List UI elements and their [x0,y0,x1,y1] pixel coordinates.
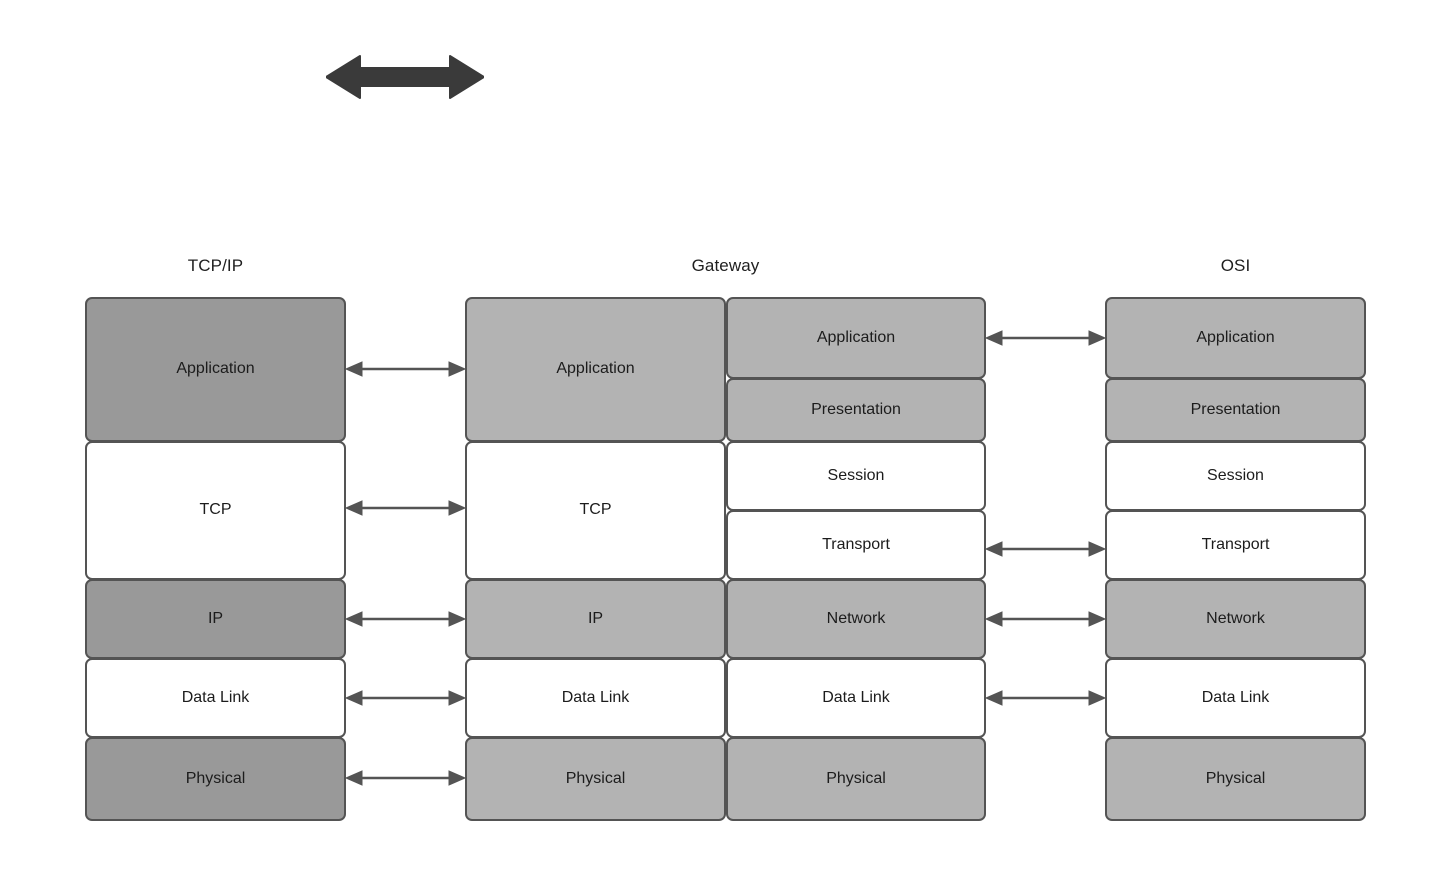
double-headed-arrow-icon [325,52,485,102]
connector-tcpip-gateway-tcp [344,497,467,519]
layer-osi-session[interactable]: Session [1105,441,1366,511]
stack-gateway-right: Application Presentation Session Transpo… [726,297,986,821]
layer-tcpip-application[interactable]: Application [85,297,346,442]
layer-gateway-osi-data-link[interactable]: Data Link [726,658,986,738]
layer-tcpip-physical[interactable]: Physical [85,737,346,821]
layer-gateway-data-link[interactable]: Data Link [465,658,726,738]
layer-gateway-ip[interactable]: IP [465,579,726,659]
layer-tcpip-tcp[interactable]: TCP [85,441,346,580]
connector-gateway-osi-network [984,608,1107,630]
layer-osi-application[interactable]: Application [1105,297,1366,379]
layer-gateway-osi-presentation[interactable]: Presentation [726,378,986,442]
layer-gateway-application[interactable]: Application [465,297,726,442]
connector-gateway-osi-application [984,327,1107,349]
layer-osi-network[interactable]: Network [1105,579,1366,659]
layer-gateway-tcp[interactable]: TCP [465,441,726,580]
layer-tcpip-data-link[interactable]: Data Link [85,658,346,738]
layer-gateway-osi-transport[interactable]: Transport [726,510,986,580]
layer-osi-physical[interactable]: Physical [1105,737,1366,821]
stack-gateway-left: Application TCP IP Data Link Physical [465,297,726,821]
connector-tcpip-gateway-ip [344,608,467,630]
connector-tcpip-gateway-data-link [344,687,467,709]
stack-osi: Application Presentation Session Transpo… [1105,297,1366,821]
stack-tcpip: Application TCP IP Data Link Physical [85,297,346,821]
connector-tcpip-gateway-physical [344,767,467,789]
column-title-gateway: Gateway [691,256,760,275]
layer-gateway-osi-session[interactable]: Session [726,441,986,511]
column-title-tcpip: TCP/IP [187,256,244,275]
layer-osi-data-link[interactable]: Data Link [1105,658,1366,738]
connector-tcpip-gateway-application [344,358,467,380]
layer-gateway-osi-physical[interactable]: Physical [726,737,986,821]
connector-gateway-osi-data-link [984,687,1107,709]
layer-osi-transport[interactable]: Transport [1105,510,1366,580]
layer-gateway-physical[interactable]: Physical [465,737,726,821]
layer-gateway-osi-application[interactable]: Application [726,297,986,379]
layer-gateway-osi-network[interactable]: Network [726,579,986,659]
column-title-osi: OSI [1220,256,1251,275]
layer-tcpip-ip[interactable]: IP [85,579,346,659]
layer-osi-presentation[interactable]: Presentation [1105,378,1366,442]
connector-gateway-osi-transport [984,538,1107,560]
